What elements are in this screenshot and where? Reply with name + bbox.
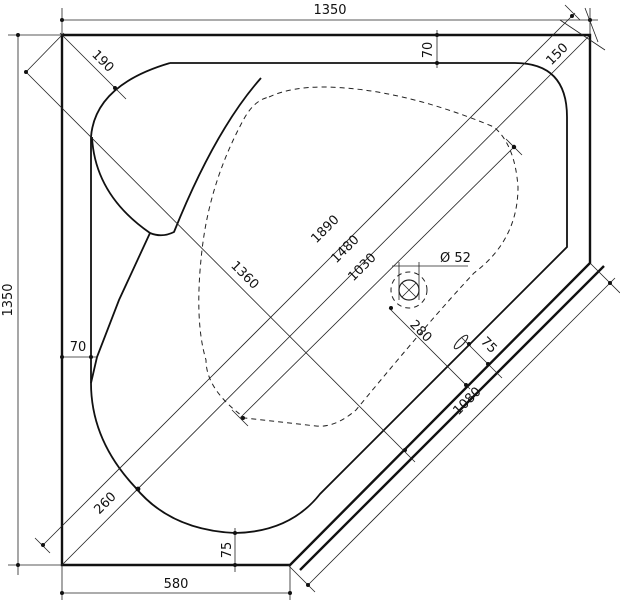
dim-dot xyxy=(306,583,310,587)
dim-dot xyxy=(60,355,64,359)
dim-diag-offset: 150 xyxy=(543,40,571,68)
dim-rim-left: 70 xyxy=(70,340,87,355)
front-panel-line xyxy=(299,265,605,571)
dim-depth: 1360 xyxy=(227,259,261,293)
dim-line-depth xyxy=(25,71,416,463)
dim-drain-offset: 280 xyxy=(406,317,434,345)
dim-dot xyxy=(24,70,28,74)
dim-line-1030 xyxy=(239,146,515,419)
outer-outline xyxy=(60,33,592,567)
ext-line xyxy=(25,32,65,73)
dim-rim-top: 70 xyxy=(421,42,436,59)
dim-dot xyxy=(511,144,517,150)
dim-dot xyxy=(16,33,20,37)
tick xyxy=(231,409,249,427)
dim-dot xyxy=(389,306,393,310)
dim-line-1080 xyxy=(307,277,616,586)
dim-dot xyxy=(608,281,612,285)
seat-line xyxy=(90,232,151,384)
dim-dot xyxy=(486,362,490,366)
dim-dot xyxy=(241,416,245,420)
dim-dot xyxy=(570,14,574,18)
dim-dot xyxy=(60,591,64,595)
ext-line xyxy=(287,564,316,593)
tick xyxy=(584,7,599,43)
dim-rim-bottom: 75 xyxy=(220,542,235,559)
dim-diag-outer: 1890 xyxy=(309,213,343,247)
dim-dot xyxy=(464,383,468,387)
dim-height-left: 1350 xyxy=(1,283,16,316)
overflow-icon xyxy=(453,334,469,350)
dim-diag-inner: 1030 xyxy=(346,251,380,285)
dim-dot xyxy=(435,33,439,37)
dim-dot xyxy=(135,486,141,492)
dim-drain-diameter: Ø 52 xyxy=(440,251,471,266)
dim-dot xyxy=(16,563,20,567)
dim-line-280 xyxy=(388,307,471,390)
dim-line-1890 xyxy=(42,12,576,546)
dim-dot xyxy=(288,591,292,595)
dim-dot xyxy=(89,355,93,359)
dim-dot xyxy=(233,531,237,535)
dim-dot xyxy=(435,61,439,65)
dim-dot xyxy=(233,563,237,567)
dim-bottom-width: 580 xyxy=(164,577,189,592)
ext-line xyxy=(589,262,620,294)
dim-corner-to-rim: 190 xyxy=(88,47,116,75)
drain-cross xyxy=(401,282,417,298)
tub-bottom-dashed-outline xyxy=(198,86,519,427)
dim-dot xyxy=(60,18,64,22)
ext-line-150 xyxy=(559,19,606,51)
tick xyxy=(564,4,581,21)
dim-rim-front: 75 xyxy=(477,334,499,356)
dim-line-1480 xyxy=(61,34,591,566)
dim-dot xyxy=(41,543,45,547)
dim-width-top: 1350 xyxy=(313,3,346,18)
headrest-outline xyxy=(91,77,262,237)
drain-outer-circle xyxy=(390,271,428,309)
dim-dot xyxy=(113,86,117,90)
dim-dot xyxy=(403,448,407,452)
tub-inner-outline xyxy=(90,62,568,534)
dim-dot xyxy=(467,342,471,346)
dim-corner-offset: 260 xyxy=(91,489,119,517)
